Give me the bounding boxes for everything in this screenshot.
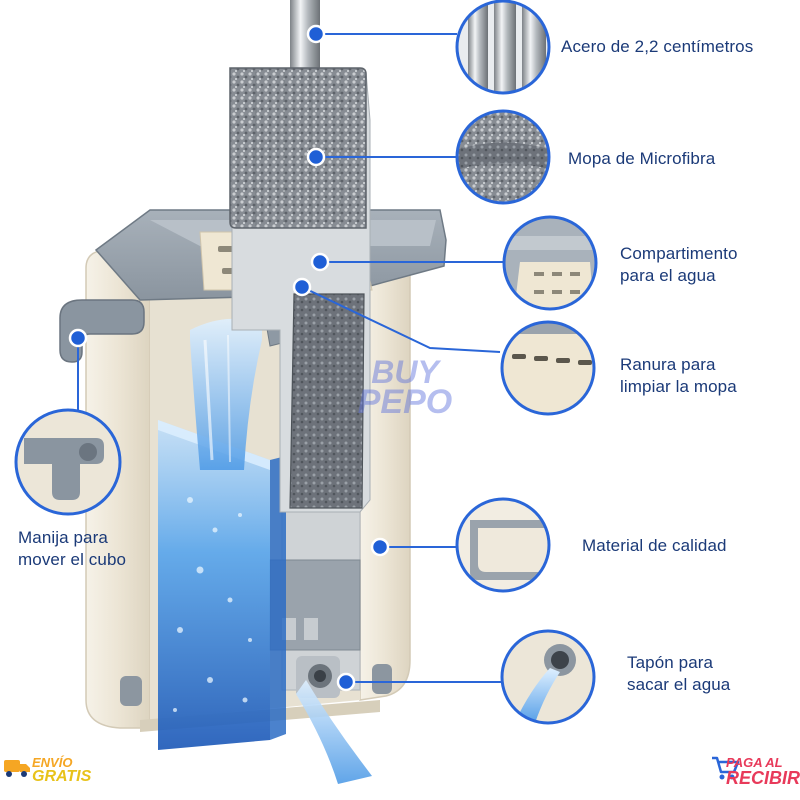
label-plug: Tapón para sacar el agua <box>627 653 731 694</box>
label-steel: Acero de 2,2 centímetros <box>561 37 754 56</box>
steel-pole-icon <box>455 0 551 95</box>
free-shipping-badge: ENVÍO GRATIS <box>32 755 92 785</box>
delivery-truck-icon <box>4 760 30 777</box>
waterfall <box>190 318 262 470</box>
cleaning-slot-icon <box>500 320 596 416</box>
water-compartment-icon <box>502 215 598 311</box>
callout-dots <box>68 24 390 692</box>
drain-water <box>296 680 372 784</box>
label-handle: Manija para mover el cubo <box>18 528 127 569</box>
shopping-cart-icon <box>712 756 740 780</box>
quality-material-icon <box>455 497 551 593</box>
label-compartment: Compartimento para el agua <box>620 244 738 285</box>
pay-on-delivery-badge: PAGA AL RECIBIR <box>726 755 800 788</box>
watermark-logo: BUY PEPO <box>350 354 460 421</box>
watermark-line2: PEPO <box>357 382 453 421</box>
label-slot: Ranura para limpiar la mopa <box>620 355 737 396</box>
bucket-handle-icon <box>14 408 122 516</box>
label-microfiber: Mopa de Microfibra <box>568 149 716 168</box>
microfiber-pad-icon <box>455 109 551 205</box>
drain-plug-icon <box>500 629 596 725</box>
label-material: Material de calidad <box>582 536 727 555</box>
watermark-line1: BUY <box>371 354 439 390</box>
